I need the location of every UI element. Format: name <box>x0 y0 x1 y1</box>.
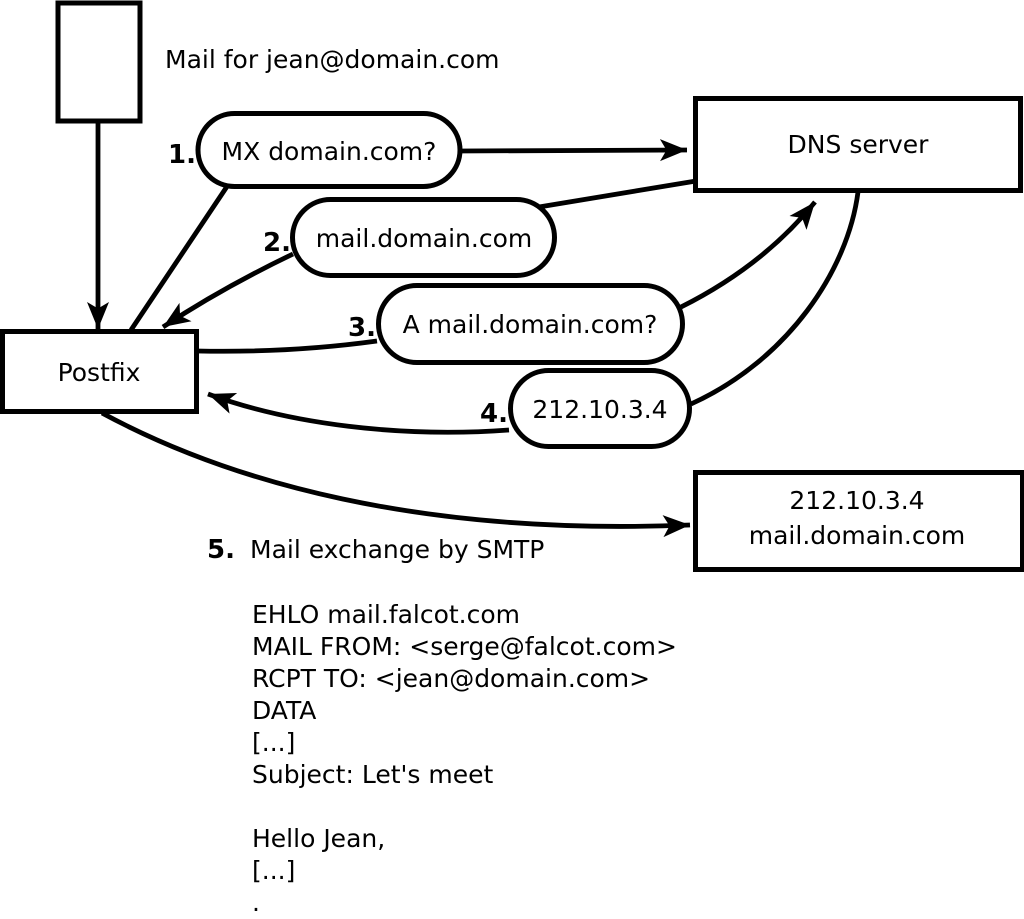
smtp-line: DATA <box>252 696 316 725</box>
step4-pill <box>508 368 692 449</box>
arrow-postfix-to-mail-server <box>100 410 691 538</box>
step3-number: 3. <box>348 313 376 343</box>
mail-server-box <box>693 470 1024 572</box>
arrow-step1-pill-to-dns <box>459 139 688 162</box>
smtp-line: MAIL FROM: <serge@falcot.com> <box>252 632 677 661</box>
mail-server-ip: 212.10.3.4 <box>789 486 924 515</box>
step4-label: 212.10.3.4 <box>532 395 667 424</box>
mail-note-label: Mail for jean@domain.com <box>165 45 500 74</box>
smtp-session-transcript: EHLO mail.falcot.com MAIL FROM: <serge@f… <box>252 600 677 917</box>
step2-pill <box>290 197 557 278</box>
smtp-line: Hello Jean, <box>252 824 385 853</box>
step4-number: 4. <box>480 399 508 429</box>
step1-number: 1. <box>168 140 196 170</box>
dns-server-label: DNS server <box>788 130 930 159</box>
arrow-step2-pill-to-postfix <box>161 251 295 330</box>
smtp-line: EHLO mail.falcot.com <box>252 600 520 629</box>
smtp-line: Subject: Let's meet <box>252 760 493 789</box>
mail-server-hostname: mail.domain.com <box>749 521 965 550</box>
step1-label: MX domain.com? <box>222 137 437 166</box>
incoming-message-box <box>55 0 143 124</box>
step3-pill <box>376 283 685 365</box>
line-postfix-to-step1-pill <box>129 183 230 332</box>
arrow-step3-pill-to-dns <box>679 200 817 310</box>
smtp-line: RCPT TO: <jean@domain.com> <box>252 664 650 693</box>
line-dns-to-step4-pill <box>690 191 861 407</box>
step5-number: 5. <box>207 535 235 565</box>
step5-label: Mail exchange by SMTP <box>250 535 544 564</box>
smtp-line: [...] <box>252 728 295 757</box>
step2-number: 2. <box>263 228 291 258</box>
step1-pill <box>195 111 463 189</box>
line-dns-to-step2-pill <box>538 178 697 210</box>
smtp-line: [...] <box>252 856 295 885</box>
dns-server-box <box>693 96 1023 193</box>
step2-label: mail.domain.com <box>316 224 532 253</box>
arrow-step4-pill-to-postfix <box>207 391 510 435</box>
postfix-label: Postfix <box>58 358 141 387</box>
postfix-box <box>0 329 199 414</box>
line-postfix-to-step3-pill <box>196 338 378 354</box>
step3-label: A mail.domain.com? <box>403 310 658 339</box>
smtp-line: . <box>252 888 260 917</box>
